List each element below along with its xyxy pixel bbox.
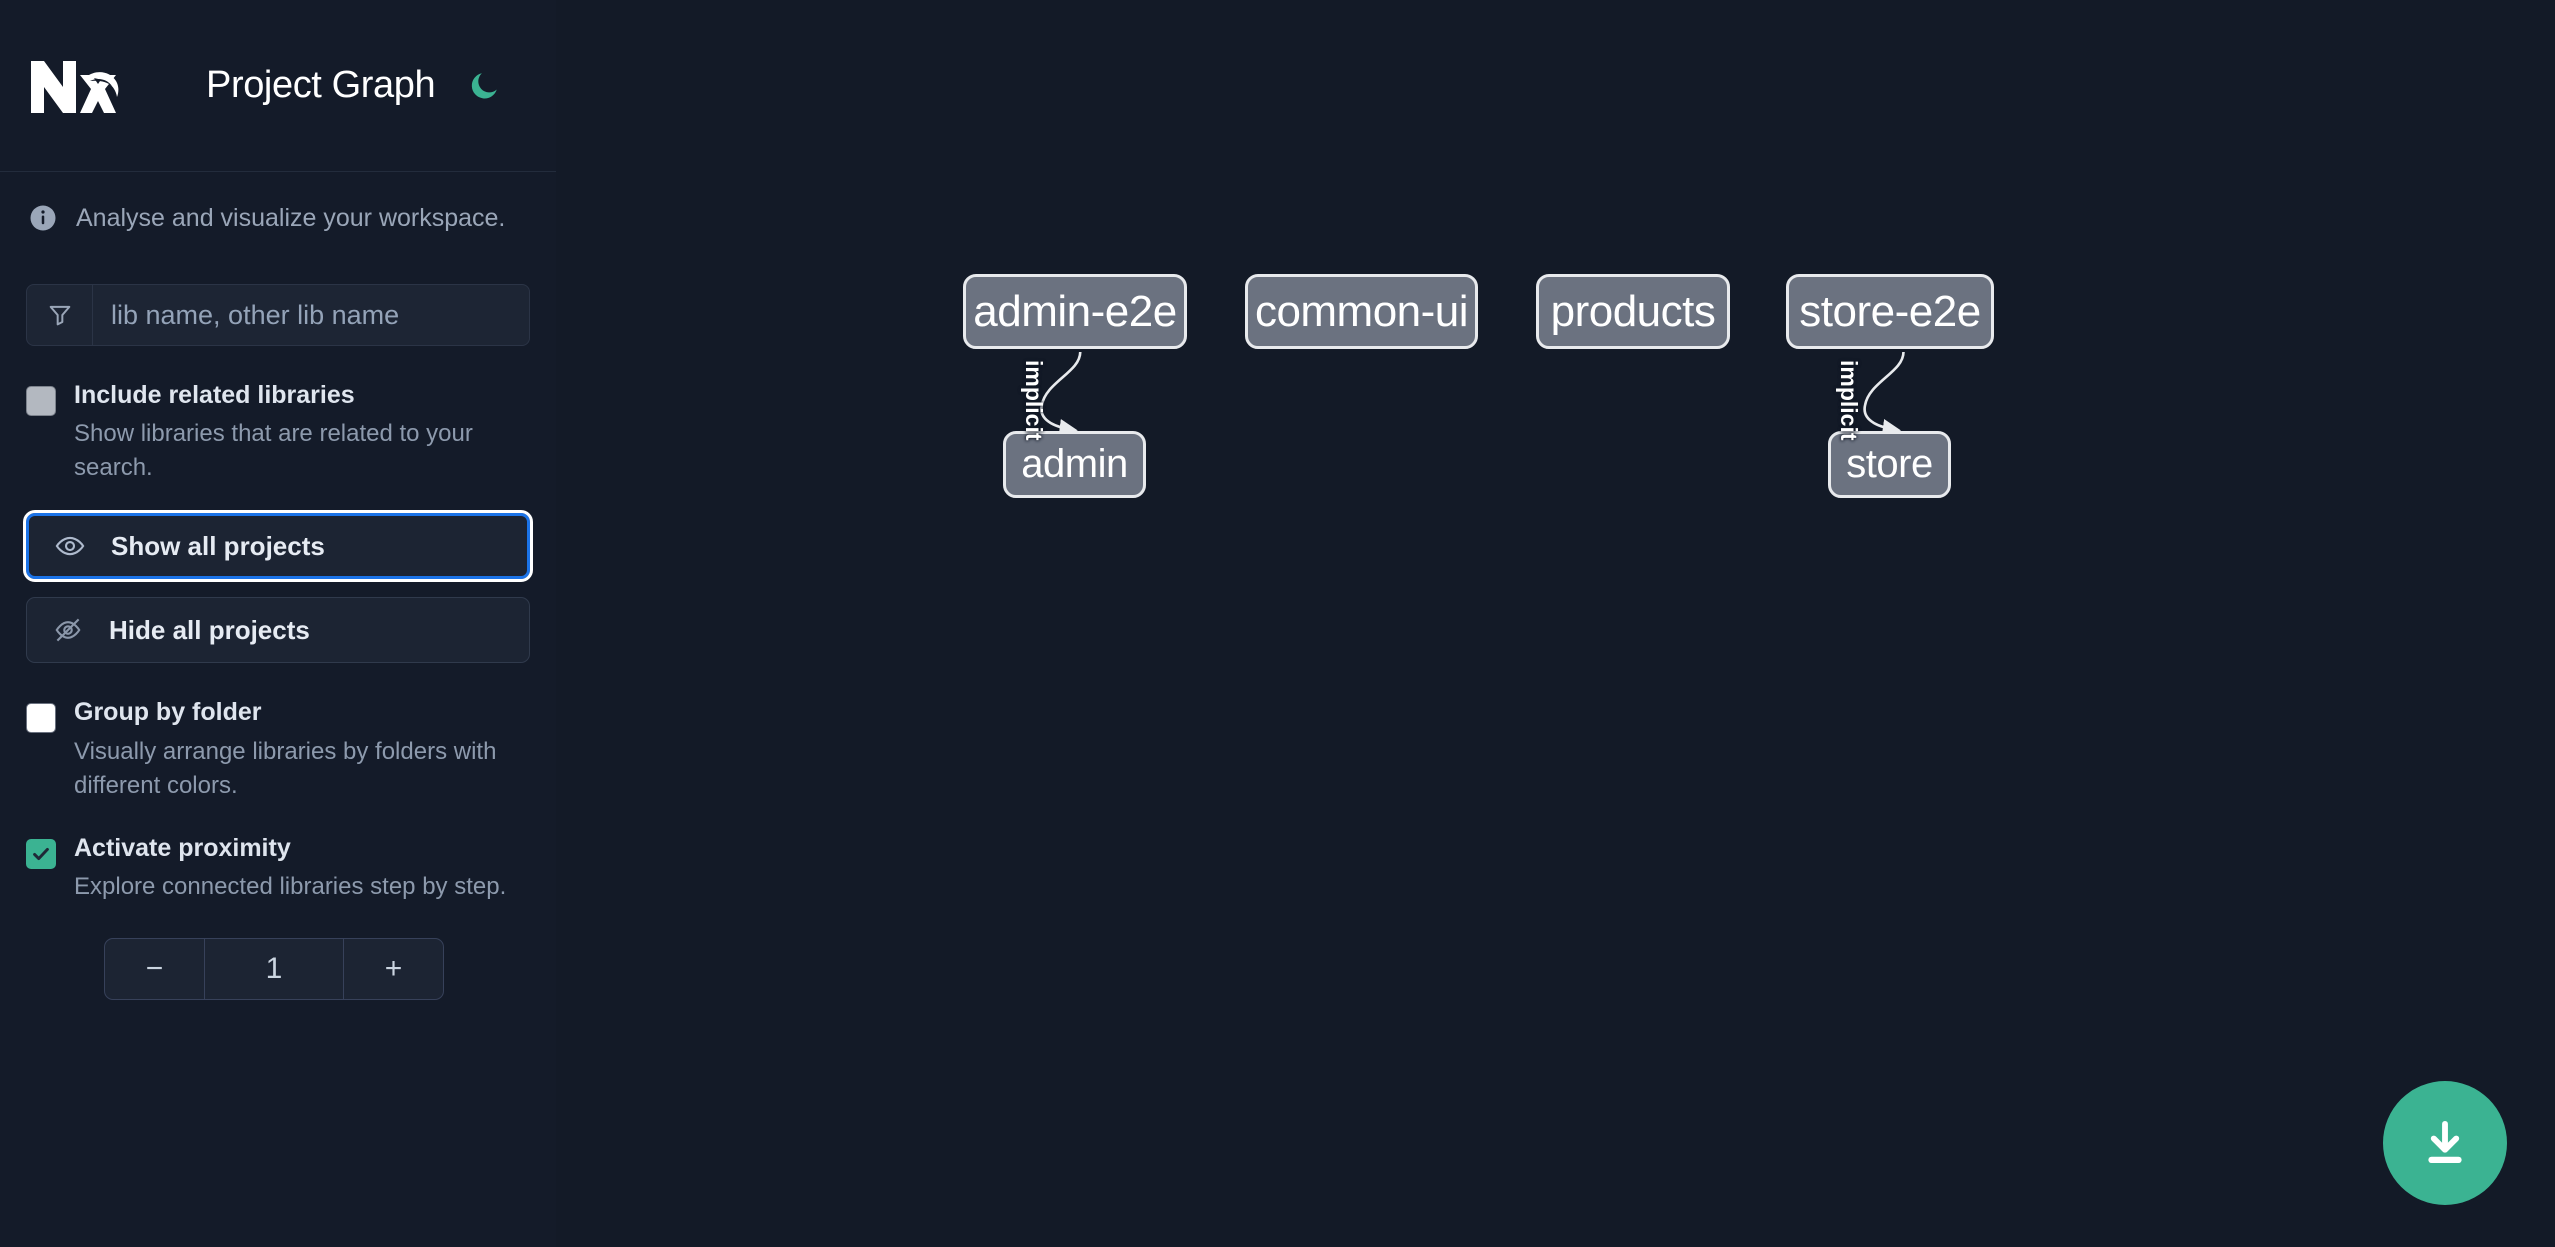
graph-node-store[interactable]: store — [1828, 431, 1951, 498]
hide-all-projects-button[interactable]: Hide all projects — [26, 597, 530, 664]
search-field[interactable] — [26, 284, 530, 346]
option-include-related-libraries[interactable]: Include related libraries Show libraries… — [26, 380, 530, 485]
graph-canvas[interactable]: admin-e2e common-ui products store-e2e a… — [556, 0, 2555, 1247]
stepper-decrement-button[interactable]: − — [105, 939, 205, 1000]
edge-admin-e2e-admin — [1040, 351, 1082, 438]
download-graph-button[interactable] — [2383, 1081, 2507, 1205]
option-label: Include related libraries — [74, 381, 355, 409]
edge-label-implicit-store: implicit — [1836, 360, 1862, 441]
graph-node-admin[interactable]: admin — [1003, 431, 1146, 498]
option-group-by-folder[interactable]: Group by folder Visually arrange librari… — [26, 697, 530, 802]
sidebar-body: Analyse and visualize your workspace. In… — [0, 172, 556, 1001]
stepper-increment-button[interactable]: + — [343, 939, 443, 1000]
eye-icon — [55, 531, 95, 561]
graph-node-admin-e2e[interactable]: admin-e2e — [963, 274, 1187, 349]
checkbox-include-related-libraries[interactable] — [26, 386, 56, 416]
graph-node-products[interactable]: products — [1536, 274, 1730, 349]
sidebar: Project Graph Analyse and visualize your… — [0, 0, 556, 1247]
page-title: Project Graph — [206, 64, 436, 106]
eye-off-icon — [53, 615, 93, 645]
option-description: Explore connected libraries step by step… — [74, 873, 507, 901]
option-label: Group by folder — [74, 698, 262, 727]
checkbox-group-by-folder[interactable] — [26, 703, 56, 734]
moon-icon[interactable] — [465, 67, 503, 105]
option-description: Visually arrange libraries by folders wi… — [74, 737, 497, 799]
graph-node-common-ui[interactable]: common-ui — [1245, 274, 1478, 349]
edge-store-e2e-store — [1863, 351, 1905, 438]
filter-icon — [27, 285, 93, 345]
graph-node-store-e2e[interactable]: store-e2e — [1786, 274, 1994, 349]
nx-logo-icon — [28, 55, 126, 117]
info-icon — [28, 203, 58, 233]
checkbox-activate-proximity[interactable] — [26, 838, 56, 869]
proximity-stepper[interactable]: − 1 + — [104, 938, 444, 1001]
option-label: Activate proximity — [74, 833, 291, 862]
show-all-projects-button[interactable]: Show all projects — [23, 510, 533, 583]
graph-edges — [1040, 351, 1905, 438]
edge-label-implicit-admin: implicit — [1021, 360, 1047, 441]
download-icon — [2428, 1120, 2462, 1164]
hide-all-projects-label: Hide all projects — [109, 614, 310, 645]
option-description: Show libraries that are related to your … — [74, 420, 473, 482]
show-all-projects-label: Show all projects — [111, 530, 325, 561]
stepper-value: 1 — [265, 952, 283, 986]
search-input[interactable] — [93, 285, 529, 345]
option-activate-proximity[interactable]: Activate proximity Explore connected lib… — [26, 833, 530, 904]
tagline-text: Analyse and visualize your workspace. — [76, 203, 506, 232]
sidebar-header: Project Graph — [0, 0, 556, 172]
workspace-tagline: Analyse and visualize your workspace. — [26, 172, 530, 264]
